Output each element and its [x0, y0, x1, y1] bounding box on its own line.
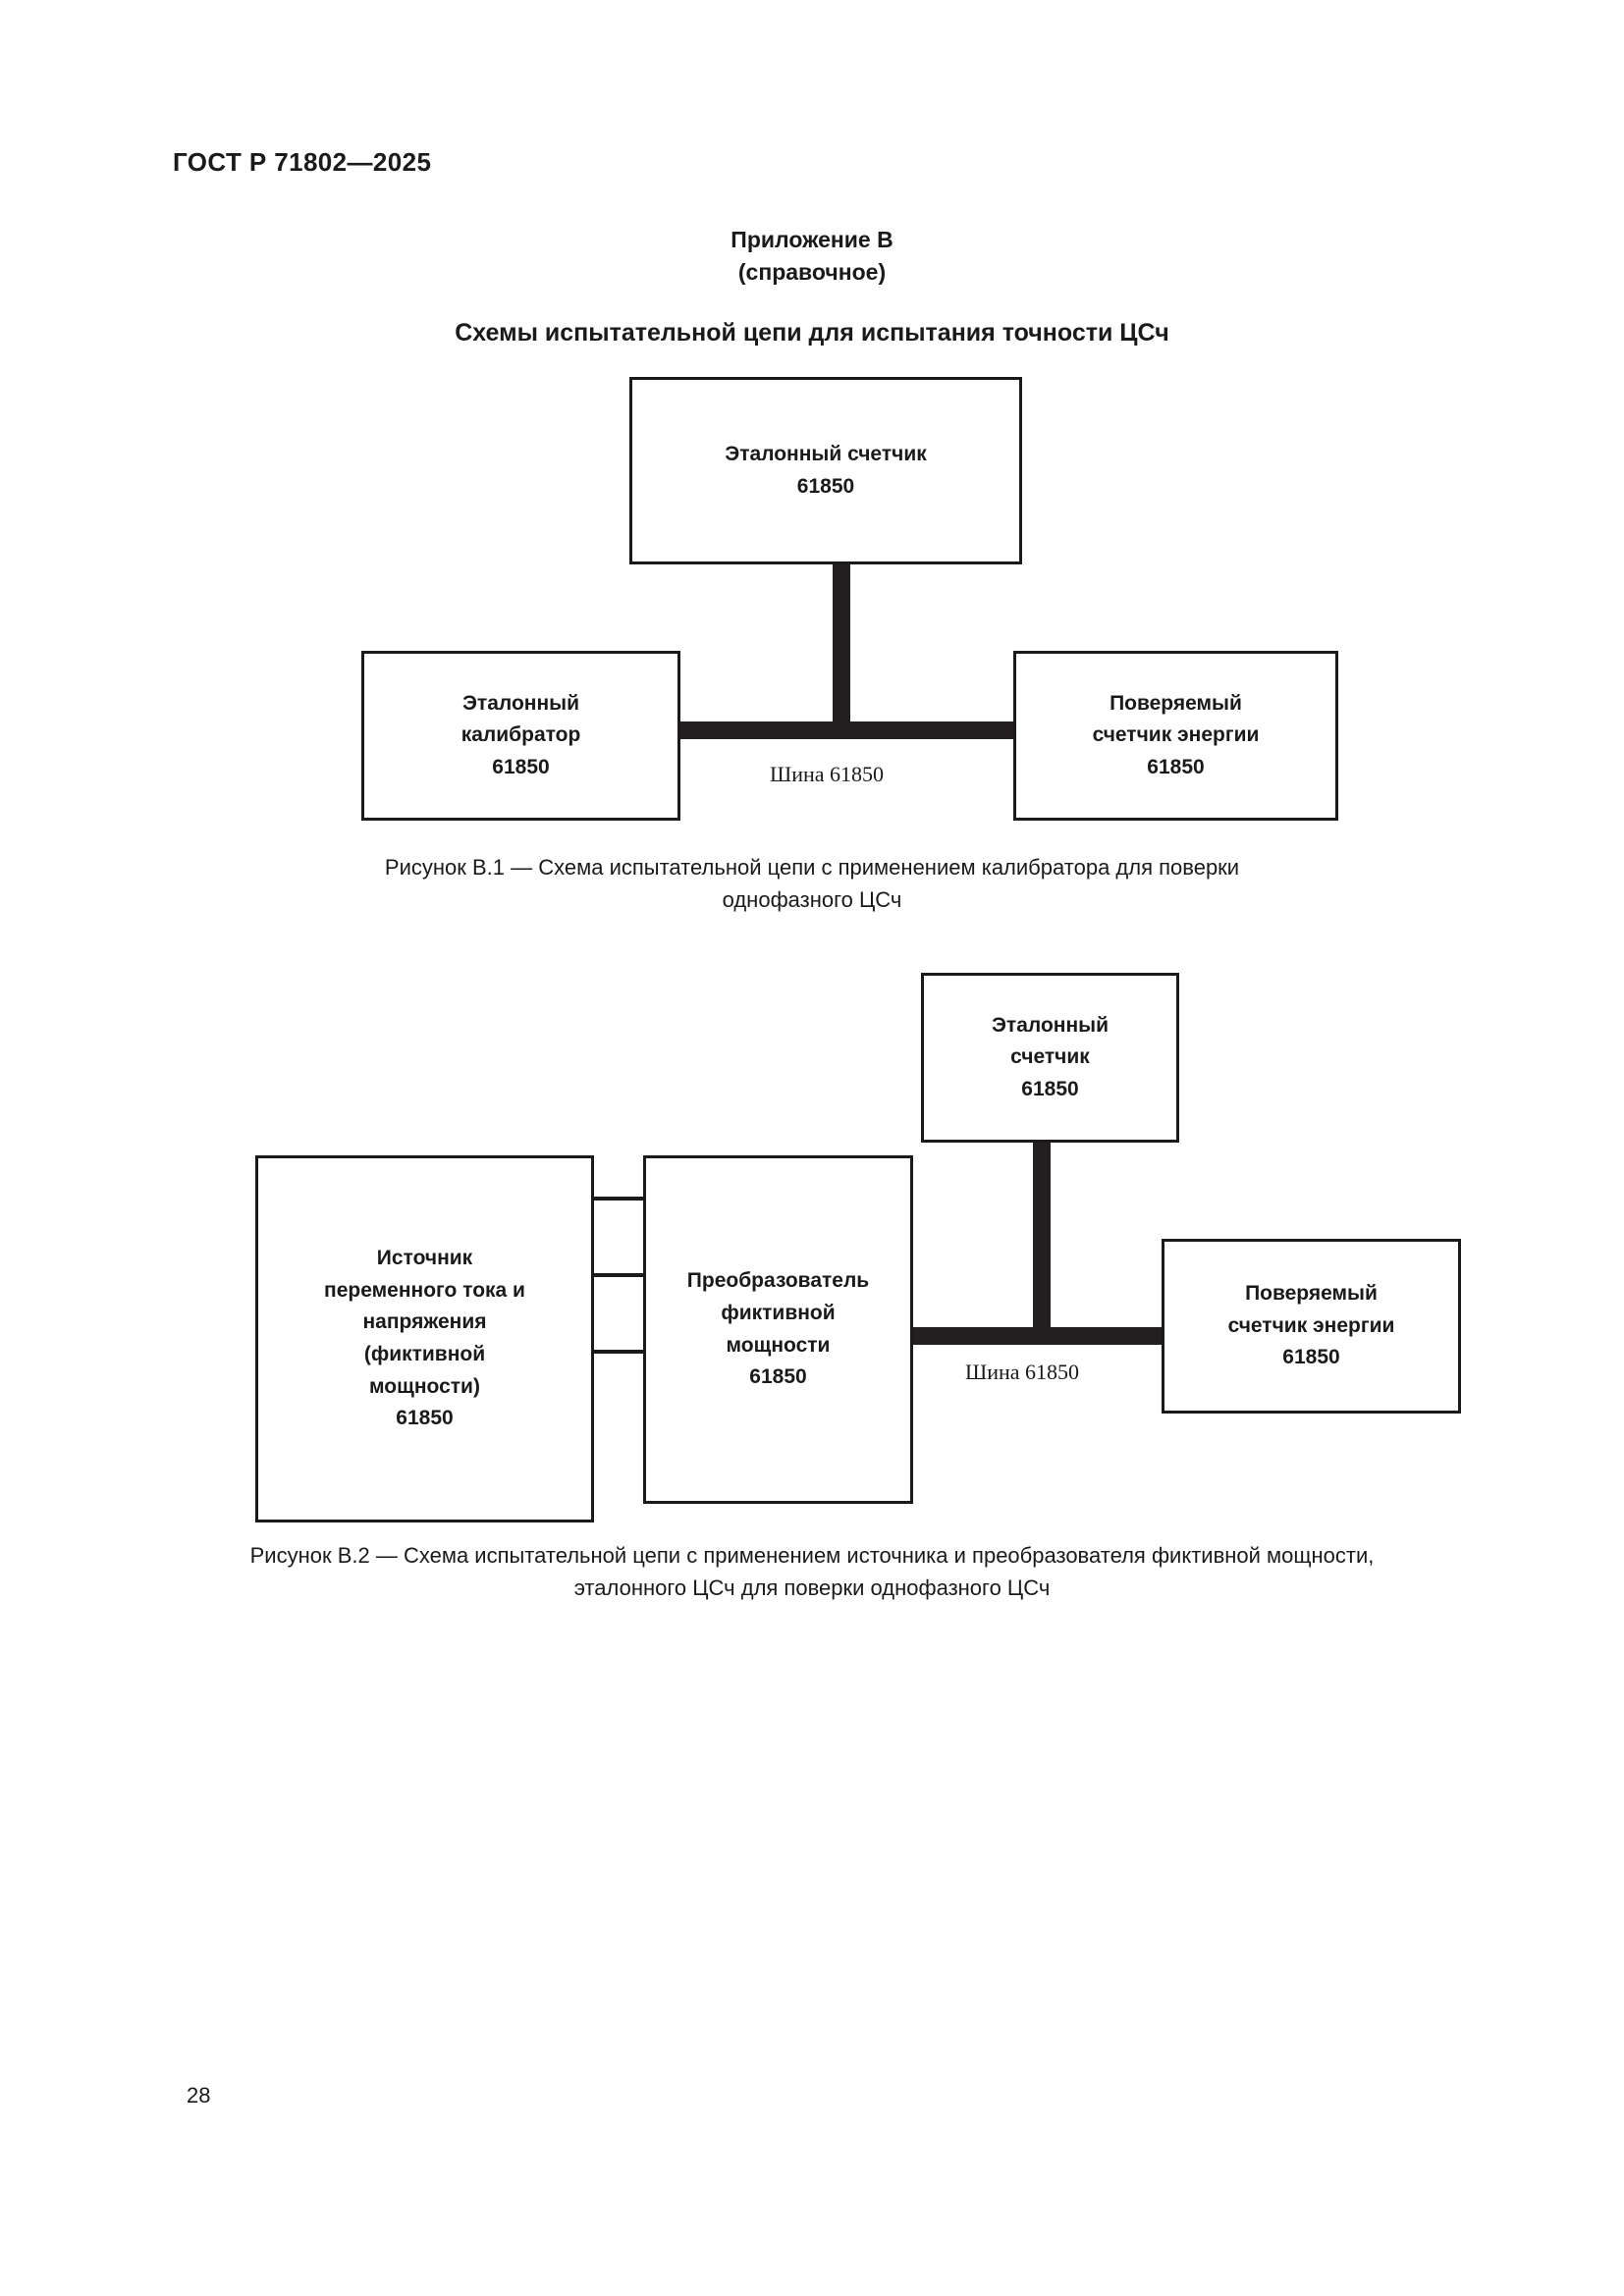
figure1-mut-label-line1: Поверяемый: [1110, 691, 1242, 715]
figure2-box-source: Источник переменного тока и напряжения (…: [255, 1155, 594, 1522]
annex-heading: Приложение В (справочное): [0, 224, 1624, 288]
figure2-converter-label-line2: фиктивной: [721, 1301, 836, 1324]
annex-title: Приложение В: [731, 227, 893, 252]
figure1-bus-horizontal: [668, 721, 1021, 739]
figure2-reference-meter-label-line1: Эталонный: [991, 1013, 1109, 1037]
figure1-caption-line1: Рисунок В.1 — Схема испытательной цепи с…: [384, 855, 1240, 880]
figure2-mut-label-line1: Поверяемый: [1245, 1282, 1378, 1306]
figure2-source-label-line4: (фиктивной: [363, 1343, 486, 1365]
figure2-source-label-line1: Источник: [376, 1247, 473, 1270]
figure1-reference-meter-label: Эталонный счетчик: [725, 442, 927, 465]
figure2-converter-label-line3: мощности: [726, 1333, 831, 1357]
figure1-box-reference-calibrator: Эталонный калибратор 61850: [361, 651, 680, 821]
figure1-mut-number: 61850: [1147, 755, 1205, 778]
figure2-caption-line2: эталонного ЦСч для поверки однофазного Ц…: [573, 1575, 1051, 1600]
figure2-box-converter: Преобразователь фиктивной мощности 61850: [643, 1155, 913, 1504]
figure2-box-reference-meter: Эталонный счетчик 61850: [921, 973, 1179, 1143]
figure1-reference-meter-number: 61850: [796, 474, 855, 498]
figure1-calibrator-label-line1: Эталонный: [461, 691, 579, 715]
figure2-box-meter-under-test: Поверяемый счетчик энергии 61850: [1162, 1239, 1461, 1414]
annex-subtitle: (справочное): [737, 258, 887, 285]
figure2-mut-label-line2: счетчик энергии: [1227, 1313, 1395, 1337]
section-title: Схемы испытательной цепи для испытания т…: [455, 319, 1169, 347]
figure1-caption-line2: однофазного ЦСч: [722, 887, 902, 912]
figure2-connector-rung-top: [593, 1197, 654, 1201]
figure2-converter-label-line1: Преобразователь: [686, 1269, 870, 1293]
figure2-source-number: 61850: [396, 1407, 454, 1430]
figure2-mut-number: 61850: [1282, 1346, 1340, 1369]
page-number: 28: [187, 2083, 211, 2108]
figure1-box-reference-meter: Эталонный счетчик 61850: [629, 377, 1022, 564]
figure2-bus-label: Шина 61850: [965, 1360, 1080, 1384]
figure1-calibrator-label-line2: калибратор: [460, 723, 581, 747]
figure1-calibrator-number: 61850: [492, 755, 550, 778]
figure2-reference-meter-number: 61850: [1021, 1077, 1079, 1100]
figure1-bus-label: Шина 61850: [770, 762, 885, 786]
figure2-connector-rung-bottom: [593, 1350, 654, 1354]
figure2-reference-meter-label-line2: счетчик: [1010, 1045, 1090, 1069]
figure1-bus-vertical: [833, 560, 850, 736]
figure2-bus-horizontal: [913, 1327, 1178, 1345]
figure2-connector-rung-middle: [593, 1273, 654, 1277]
figure1-box-meter-under-test: Поверяемый счетчик энергии 61850: [1013, 651, 1338, 821]
figure1-caption: Рисунок В.1 — Схема испытательной цепи с…: [0, 851, 1624, 916]
figure2-caption: Рисунок В.2 — Схема испытательной цепи с…: [0, 1539, 1624, 1604]
figure2-caption-line1: Рисунок В.2 — Схема испытательной цепи с…: [249, 1543, 1375, 1568]
figure2-source-label-line2: переменного тока и: [324, 1278, 525, 1302]
document-header-standard-number: ГОСТ Р 71802—2025: [173, 147, 432, 177]
figure1-mut-label-line2: счетчик энергии: [1092, 723, 1260, 747]
figure2-source-label-line3: напряжения: [362, 1310, 487, 1334]
figure2-converter-number: 61850: [749, 1365, 807, 1389]
figure2-bus-vertical: [1033, 1142, 1051, 1338]
figure2-source-label-line5: мощности): [369, 1374, 480, 1398]
